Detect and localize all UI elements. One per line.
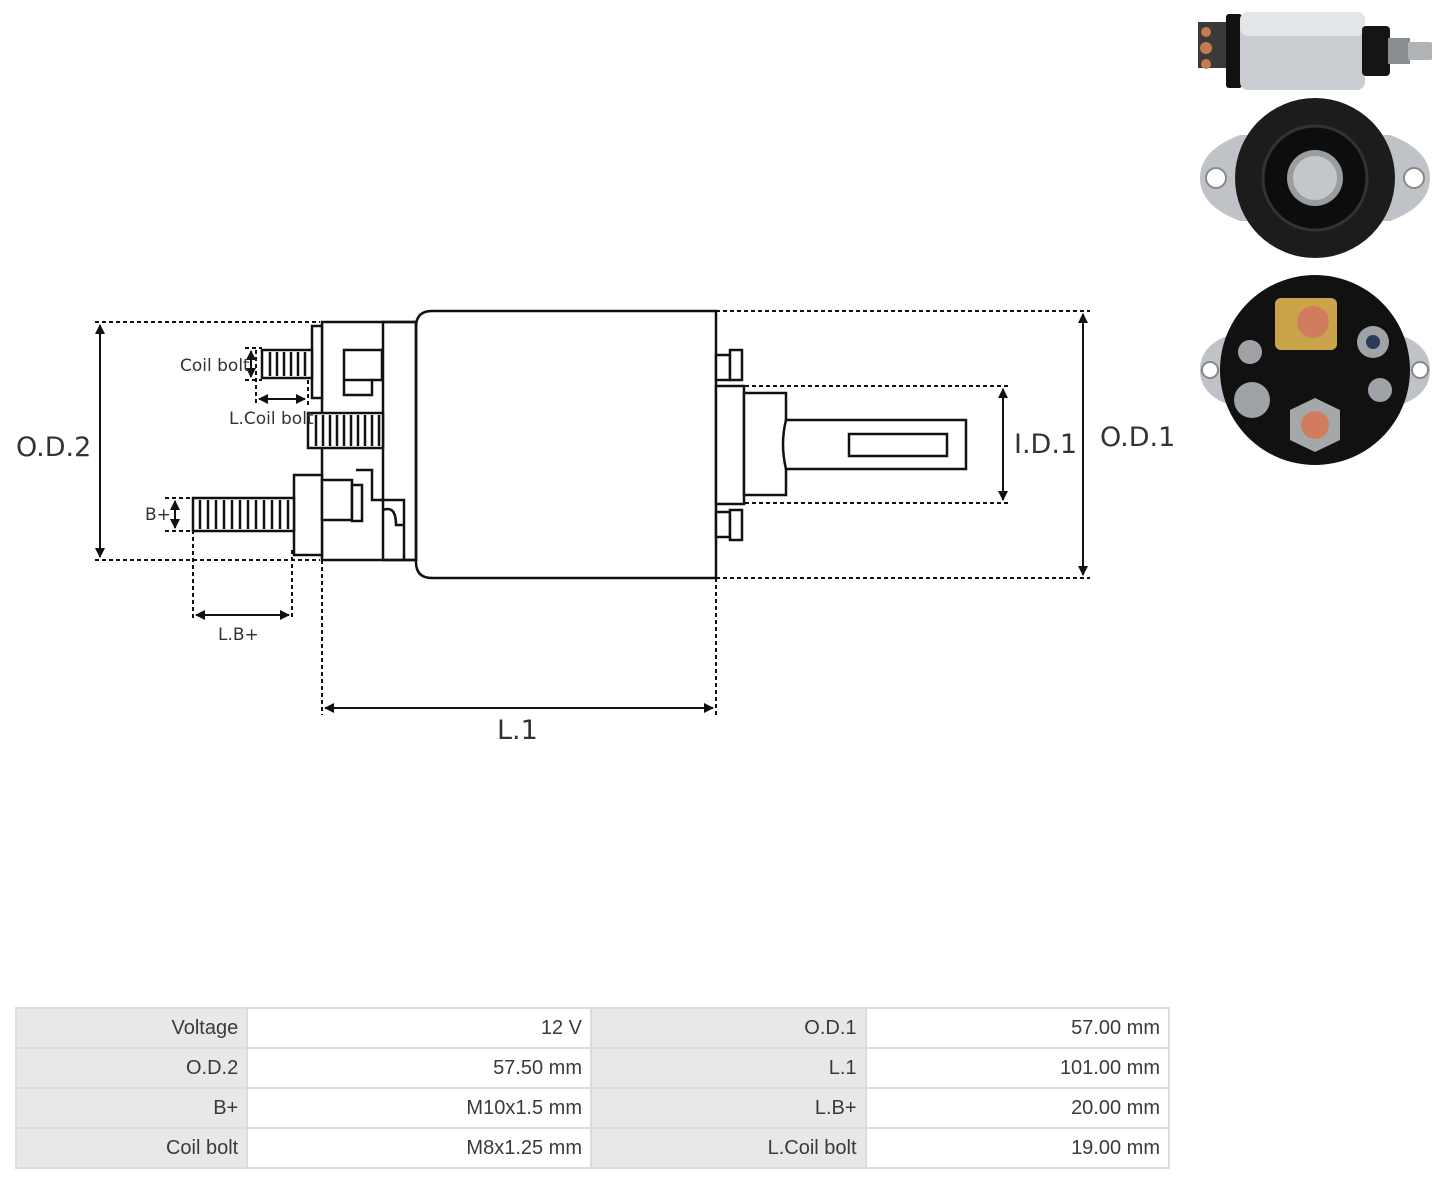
label-coil-bolt: Coil bolt <box>180 356 250 376</box>
solenoid-technical-drawing: O.D.2 O.D.1 I.D.1 L.1 L.B+ B+ Coil bolt … <box>16 309 1175 746</box>
spec-value-lbplus: 20.00 mm <box>866 1089 1168 1127</box>
product-photo-rear-view <box>1200 275 1430 465</box>
label-od2: O.D.2 <box>16 432 91 463</box>
spec-value-voltage: 12 V <box>248 1009 590 1047</box>
spec-key-lbplus: L.B+ <box>592 1089 865 1127</box>
table-row: O.D.2 57.50 mm L.1 101.00 mm <box>17 1049 1168 1087</box>
label-bplus: B+ <box>145 505 171 525</box>
thread-hatching <box>198 352 381 529</box>
spec-key-bplus: B+ <box>17 1089 247 1127</box>
spec-key-voltage: Voltage <box>17 1009 247 1047</box>
table-row: Voltage 12 V O.D.1 57.00 mm <box>17 1009 1168 1047</box>
label-id1: I.D.1 <box>1014 429 1077 460</box>
spec-value-coil-bolt: M8x1.25 mm <box>248 1129 590 1167</box>
dimension-arrows <box>95 313 1088 713</box>
spec-key-od2: O.D.2 <box>17 1049 247 1087</box>
solenoid-outline <box>191 309 968 580</box>
spec-value-l-coil-bolt: 19.00 mm <box>866 1129 1168 1167</box>
spec-key-l1: L.1 <box>592 1049 865 1087</box>
product-photo-front-view <box>1200 98 1430 258</box>
spec-key-od1: O.D.1 <box>592 1009 865 1047</box>
spec-key-coil-bolt: Coil bolt <box>17 1129 247 1167</box>
label-od1: O.D.1 <box>1100 422 1175 453</box>
extension-lines <box>95 310 1090 715</box>
product-photos <box>1198 12 1432 465</box>
product-photo-side-view <box>1198 12 1432 90</box>
spec-value-bplus: M10x1.5 mm <box>248 1089 590 1127</box>
label-lbplus: L.B+ <box>218 625 259 645</box>
table-row: B+ M10x1.5 mm L.B+ 20.00 mm <box>17 1089 1168 1127</box>
table-row: Coil bolt M8x1.25 mm L.Coil bolt 19.00 m… <box>17 1129 1168 1167</box>
spec-key-l-coil-bolt: L.Coil bolt <box>592 1129 865 1167</box>
spec-value-od1: 57.00 mm <box>866 1009 1168 1047</box>
spec-value-l1: 101.00 mm <box>866 1049 1168 1087</box>
specifications-table: Voltage 12 V O.D.1 57.00 mm O.D.2 57.50 … <box>15 1007 1170 1169</box>
label-l1: L.1 <box>497 715 538 746</box>
label-l-coil-bolt: L.Coil bolt <box>229 409 314 429</box>
spec-value-od2: 57.50 mm <box>248 1049 590 1087</box>
